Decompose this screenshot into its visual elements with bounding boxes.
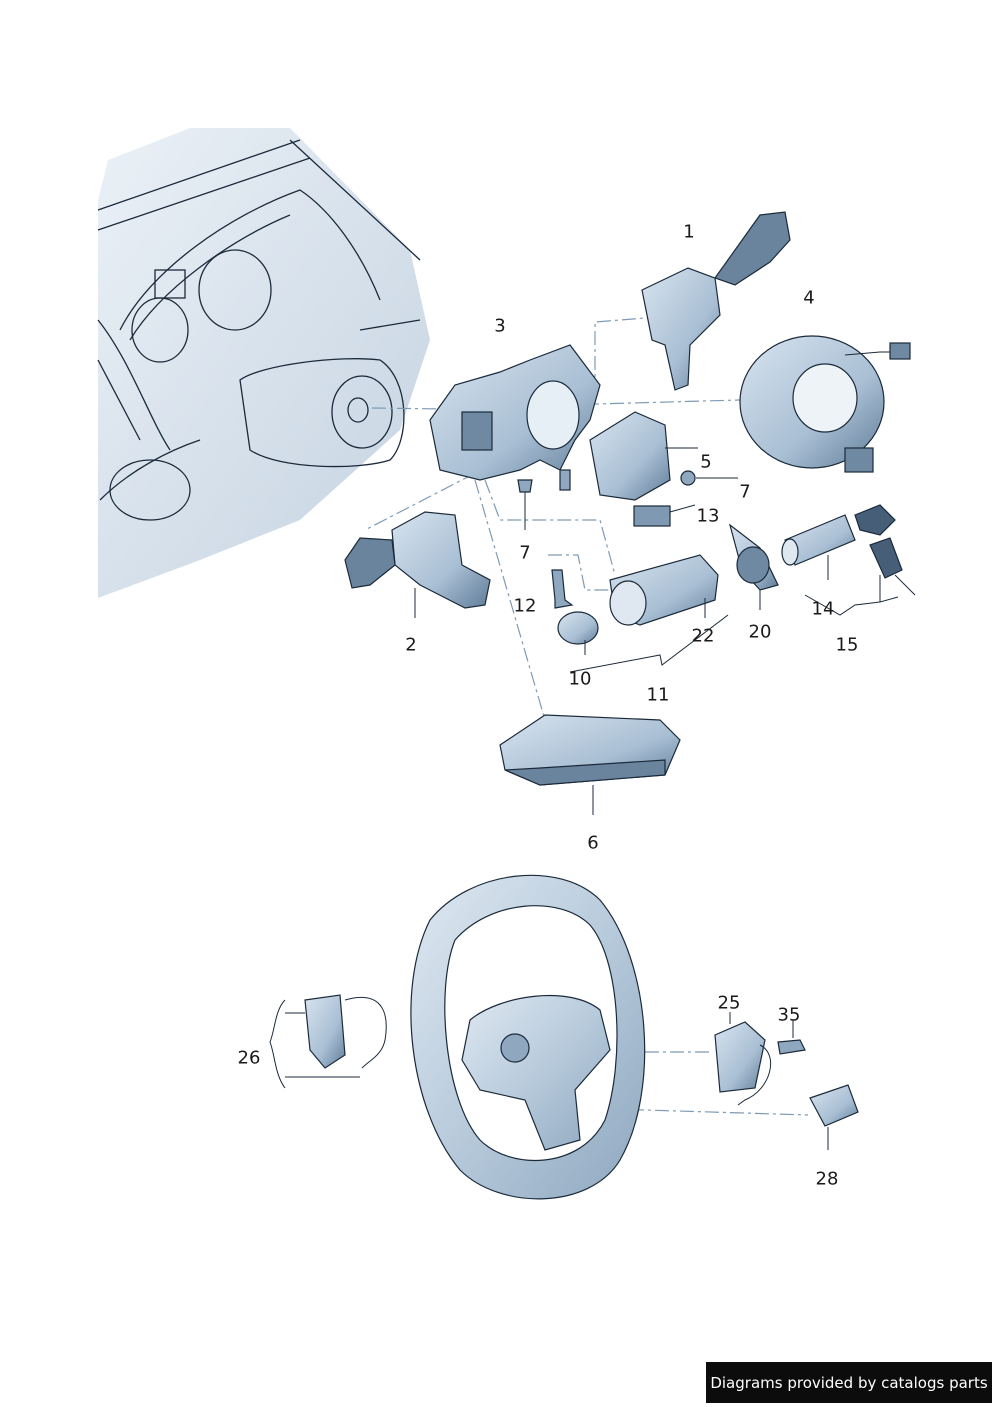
part-13-connector [633,504,696,527]
callout-26: 26 [237,1047,261,1069]
callout-14: 14 [811,598,835,620]
callout-5: 5 [700,451,712,473]
callout-20: 20 [748,621,772,643]
callout-6: 6 [587,832,599,854]
part-1-wiper-stalk [641,211,791,391]
callout-2: 2 [405,634,417,656]
part-10-lock-cylinder [557,611,599,655]
callout-1: 1 [683,221,695,243]
part-2-indicator-stalk [344,511,491,618]
callout-25: 25 [717,992,741,1014]
steering-wheel [410,874,646,1200]
credit-banner: Diagrams provided by catalogs parts [706,1362,992,1403]
part-20-trim [728,523,779,610]
part-35-screw [777,1020,806,1055]
part-28-switch [809,1084,859,1150]
callout-7b: 7 [519,542,531,564]
part-25-switch [714,1012,772,1106]
callout-12: 12 [513,595,537,617]
callout-15: 15 [835,634,859,656]
callout-7a: 7 [739,481,751,503]
callout-13: 13 [696,505,720,527]
part-5-control-module [589,411,698,501]
callout-22: 22 [691,625,715,647]
part-3-switch-housing [429,344,601,491]
part-26-switch [269,994,387,1089]
callout-3: 3 [494,315,506,337]
dashboard-background [97,128,430,598]
callout-11: 11 [646,684,670,706]
callout-35: 35 [777,1004,801,1026]
part-6-control-unit [499,714,681,815]
callout-28: 28 [815,1168,839,1190]
callout-10: 10 [568,668,592,690]
part-7-screws [517,470,738,530]
part-14-lock-barrel [781,514,856,580]
credit-text: Diagrams provided by catalogs parts [710,1373,988,1392]
part-4-clock-spring [739,335,911,473]
part-12-shear-bolt [551,569,574,609]
callout-4: 4 [803,287,815,309]
part-15-key [854,504,916,596]
part-22-lock-housing [609,554,719,626]
